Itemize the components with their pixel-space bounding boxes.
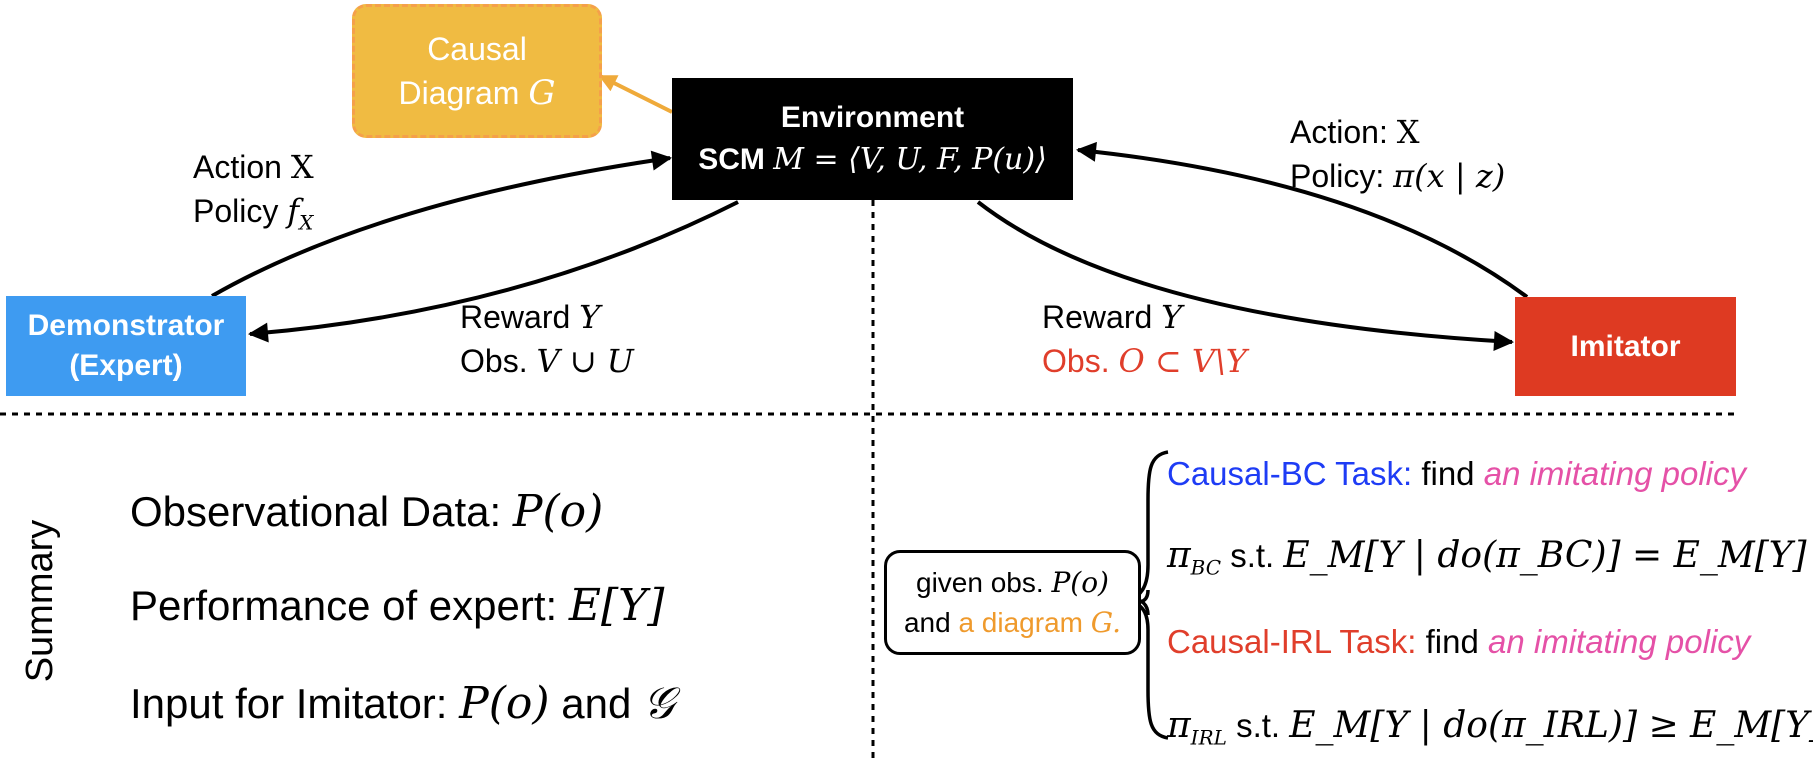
arrow-imitator-to-environment [1076, 141, 1529, 299]
left-policy-symbol: f [287, 192, 300, 230]
right-reward-label-group: Reward Y Obs. O ⊂ V\Y [1042, 295, 1247, 383]
left-action-line: Action X [193, 145, 314, 189]
summary-item-math: P(o) [459, 678, 550, 729]
given-line2-diagram: a diagram [958, 606, 1083, 638]
demonstrator-box: Demonstrator (Expert) [6, 296, 246, 396]
irl-st: s.t. [1236, 707, 1281, 744]
bc-task-goal: an imitating policy [1483, 455, 1747, 492]
given-line2-symbol: G. [1090, 605, 1122, 639]
summary-item-observational-data: Observational Data: P(o) [130, 484, 603, 540]
right-action-label: Action: [1290, 114, 1388, 150]
irl-task-find: find [1425, 623, 1479, 660]
left-reward-label-group: Reward Y Obs. V ∪ U [460, 295, 634, 383]
bc-task-condition-line: πBC s.t. E_M[Y | do(π_BC)] = E_M[Y] [1167, 532, 1807, 592]
given-line2: and a diagram G. [904, 603, 1121, 643]
given-line1-math: P(o) [1051, 565, 1109, 599]
environment-title: Environment [780, 101, 965, 134]
summary-item-label: Input for Imitator: [130, 680, 448, 727]
bc-st: s.t. [1230, 537, 1275, 574]
arrow-environment-to-demonstrator [248, 200, 739, 343]
arrow-environment-to-imitator [976, 200, 1514, 351]
summary-item-label: Observational Data: [130, 488, 502, 535]
causal-diagram-label: Diagram [398, 75, 520, 111]
imitator-label: Imitator [1570, 329, 1681, 363]
given-line1-text: given obs. [916, 566, 1044, 598]
left-action-label: Action [193, 149, 282, 185]
environment-box: Environment SCM M = ⟨V, U, F, P(u)⟩ [672, 78, 1073, 200]
bc-policy-symbol: π [1167, 535, 1191, 576]
left-reward-label: Reward [460, 299, 571, 335]
right-action-symbol: X [1396, 113, 1420, 151]
bc-task-name: Causal-BC Task: [1167, 455, 1413, 492]
irl-policy-subscript: IRL [1190, 725, 1227, 750]
left-policy-line: Policy fX [193, 189, 314, 244]
left-action-symbol: X [290, 148, 314, 186]
given-line2-and: and [903, 606, 951, 638]
arrow-demonstrator-to-environment [211, 150, 672, 298]
bc-condition: E_M[Y | do(π_BC)] = E_M[Y] [1283, 535, 1807, 576]
causal-diagram-box: Causal Diagram G [352, 4, 602, 138]
irl-task-name: Causal-IRL Task: [1167, 623, 1417, 660]
summary-item-input: Input for Imitator: P(o) and 𝒢 [130, 676, 674, 732]
summary-item-math2: 𝒢 [643, 678, 675, 729]
given-line1: given obs. P(o) [916, 563, 1109, 603]
irl-task-condition-line: πIRL s.t. E_M[Y | do(π_IRL)] ≥ E_M[Y] [1167, 702, 1813, 761]
environment-scm-label: SCM [698, 143, 765, 176]
right-reward-line: Reward Y [1042, 295, 1247, 339]
right-reward-label: Reward [1042, 299, 1153, 335]
arrow-environment-to-causal-diagram [598, 74, 673, 114]
environment-formula: M = ⟨V, U, F, P(u)⟩ [773, 142, 1047, 177]
given-box: given obs. P(o) and a diagram G. [884, 550, 1141, 655]
right-policy-symbol: π(x | z) [1393, 157, 1506, 195]
left-policy-subscript: X [299, 210, 314, 235]
right-obs-line: Obs. O ⊂ V\Y [1042, 339, 1247, 383]
summary-item-connector: and [561, 680, 632, 727]
left-policy-label: Policy [193, 193, 279, 229]
irl-condition: E_M[Y | do(π_IRL)] ≥ E_M[Y] [1289, 705, 1813, 746]
left-action-label-group: Action X Policy fX [193, 145, 314, 244]
right-policy-label: Policy: [1290, 158, 1385, 194]
left-obs-line: Obs. V ∪ U [460, 339, 634, 383]
right-obs-symbol: O ⊂ V\Y [1118, 342, 1247, 380]
summary-heading: Summary [19, 519, 61, 683]
summary-item-math: P(o) [512, 486, 604, 537]
right-action-line: Action: X [1290, 110, 1505, 154]
irl-policy-symbol: π [1167, 705, 1191, 746]
right-action-label-group: Action: X Policy: π(x | z) [1290, 110, 1505, 198]
irl-task-title: Causal-IRL Task: find an imitating polic… [1167, 620, 1750, 664]
left-reward-line: Reward Y [460, 295, 634, 339]
summary-item-performance: Performance of expert: E[Y] [130, 578, 664, 634]
irl-task-goal: an imitating policy [1488, 623, 1751, 660]
brace-irl [1123, 597, 1169, 740]
bc-policy-subscript: BC [1190, 555, 1222, 580]
environment-scm-line: SCM M = ⟨V, U, F, P(u)⟩ [698, 139, 1047, 181]
left-reward-symbol: Y [579, 298, 601, 336]
demonstrator-line1: Demonstrator [27, 309, 225, 342]
right-reward-symbol: Y [1161, 298, 1183, 336]
right-obs-label: Obs. [1042, 343, 1110, 379]
bc-task-title: Causal-BC Task: find an imitating policy [1167, 452, 1746, 496]
summary-item-math: E[Y] [568, 580, 665, 631]
causal-diagram-line2: Diagram G [399, 71, 556, 115]
right-policy-line: Policy: π(x | z) [1290, 154, 1505, 198]
bc-task-find: find [1421, 455, 1475, 492]
left-obs-symbol: V ∪ U [536, 342, 634, 380]
left-obs-label: Obs. [460, 343, 528, 379]
causal-diagram-symbol: G [528, 73, 556, 113]
imitator-box: Imitator [1515, 297, 1736, 396]
demonstrator-line2: (Expert) [69, 349, 183, 382]
causal-diagram-line1: Causal [427, 31, 527, 67]
summary-item-label: Performance of expert: [130, 582, 558, 629]
